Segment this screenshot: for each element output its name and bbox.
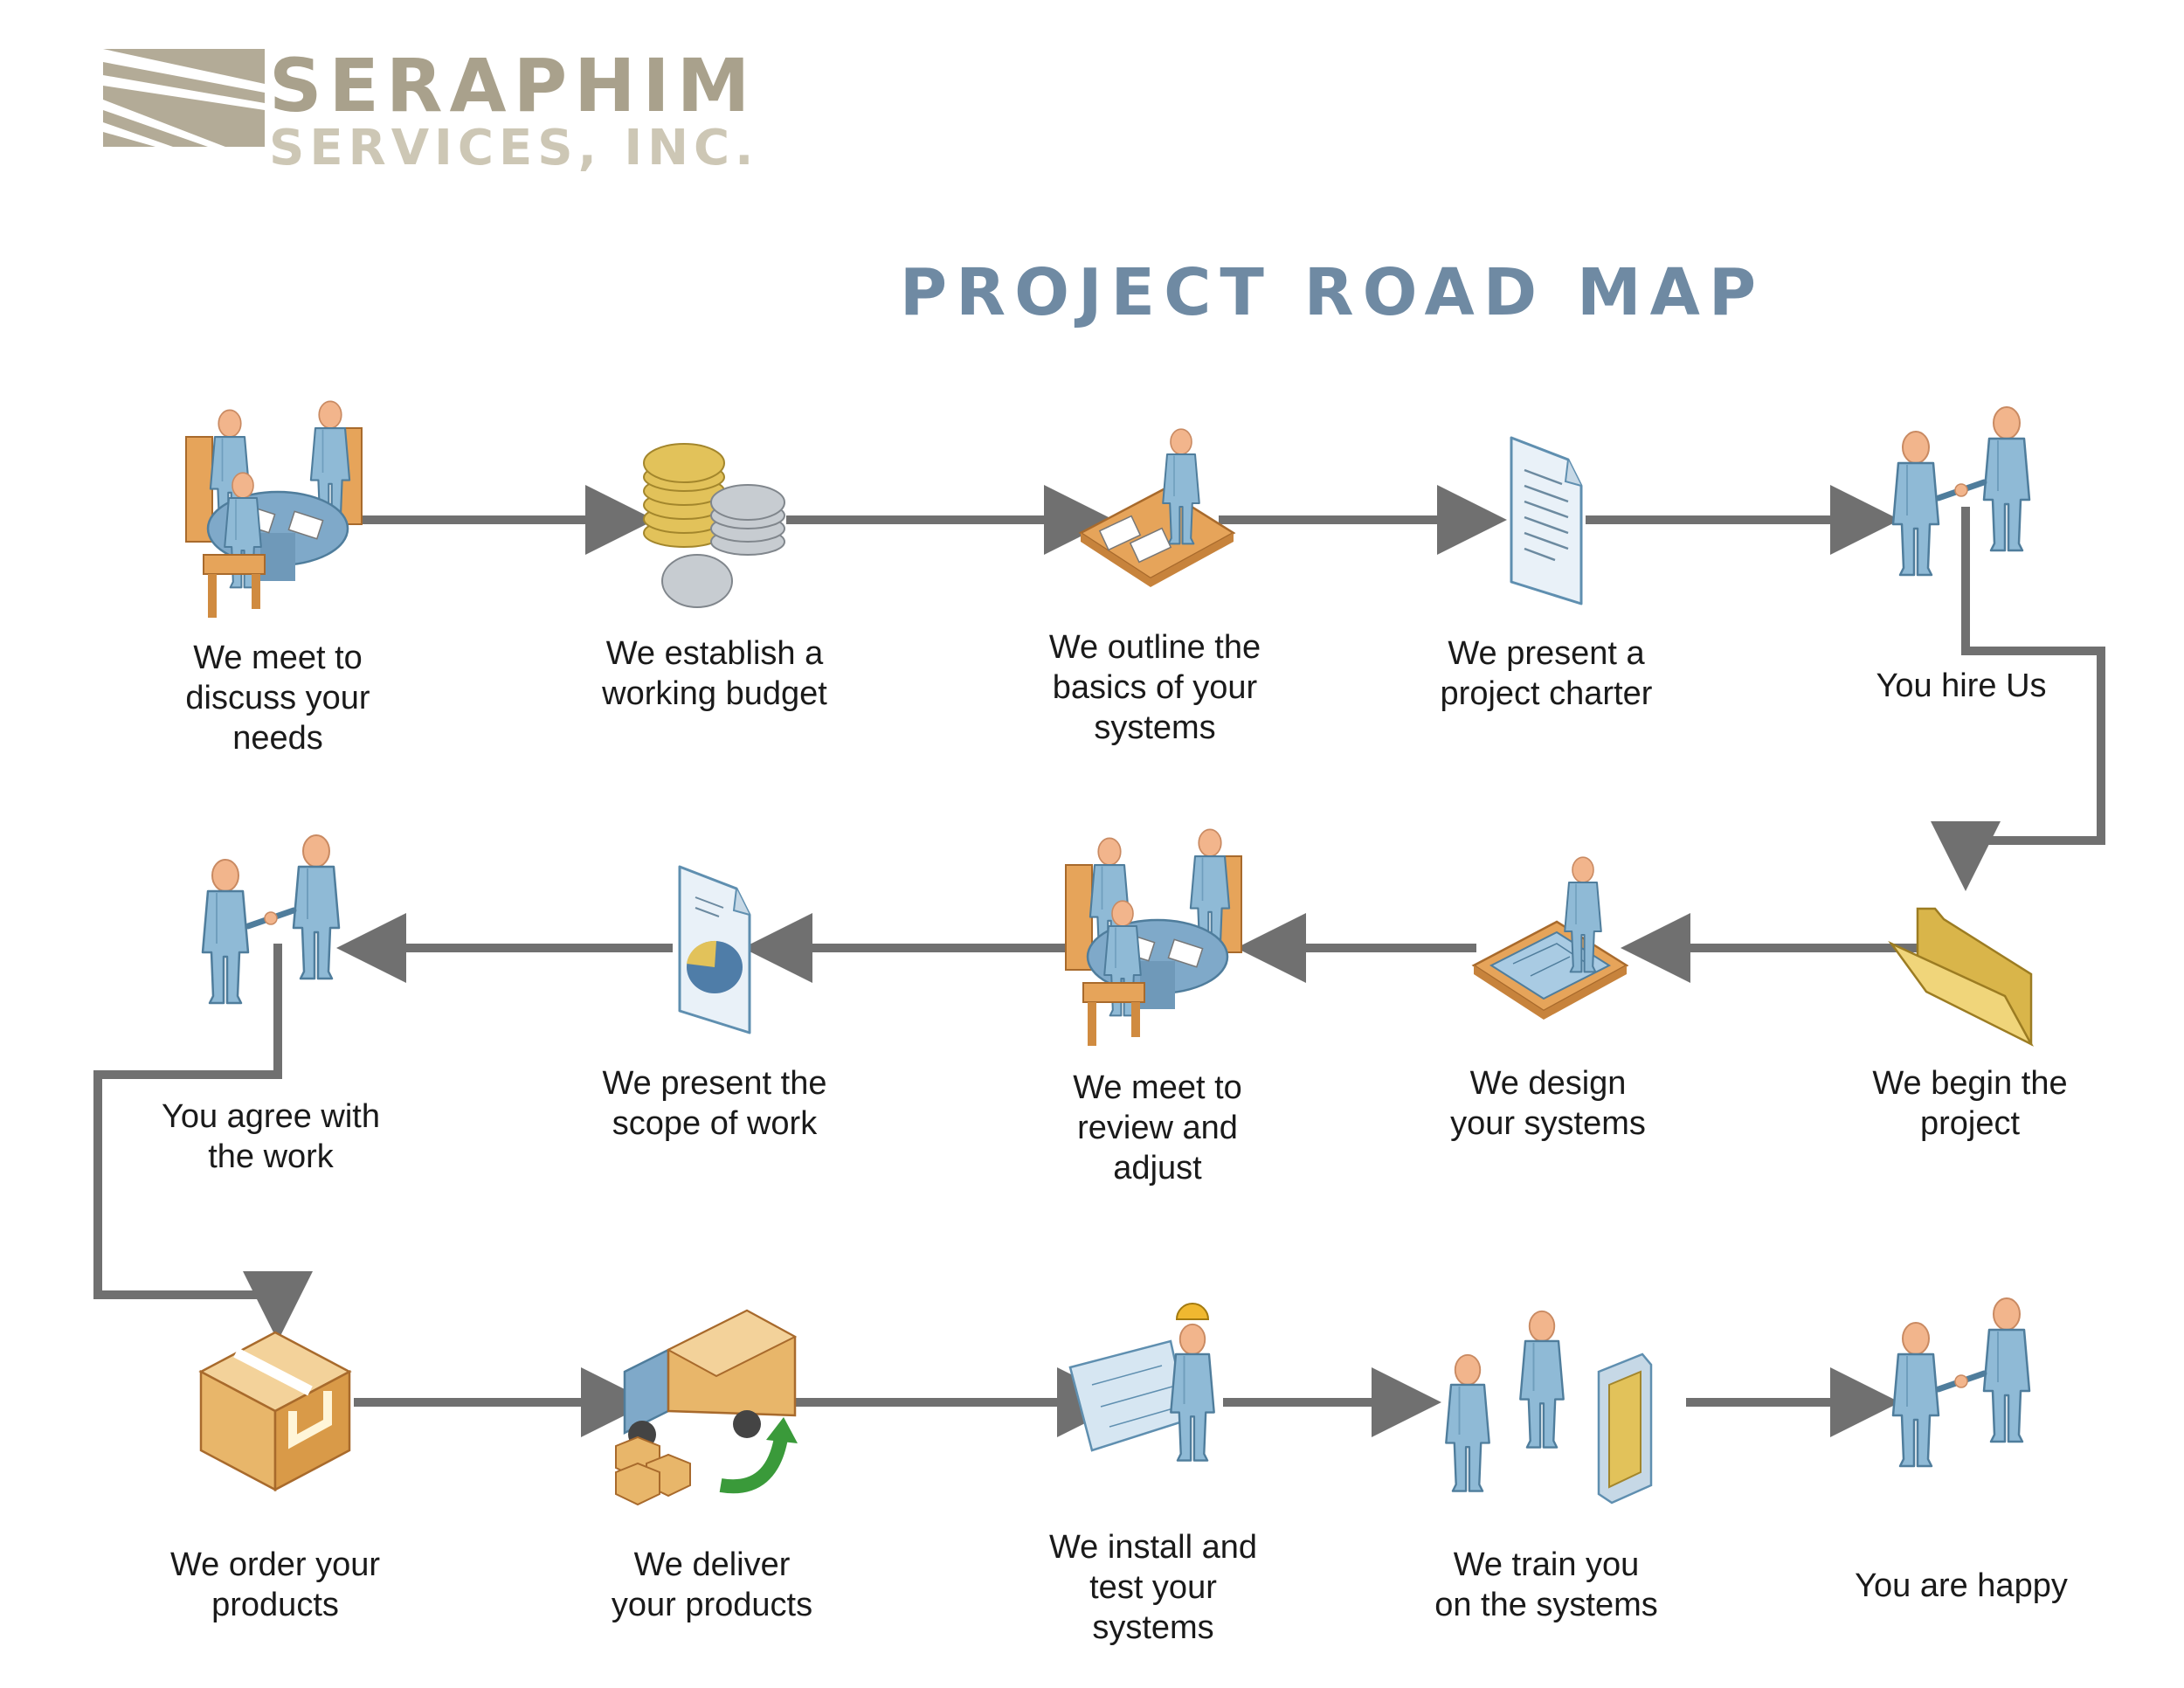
step-label-charter: We present a project charter: [1440, 635, 1653, 712]
meeting-icon: [1066, 829, 1241, 1046]
pie-chart-document-icon: [678, 865, 751, 1034]
step-label-order: We order your products: [169, 1546, 381, 1623]
coins-icon: [643, 443, 785, 608]
logo-wordmark: SERAPHIM SERVICES, INC.: [269, 49, 758, 173]
logo-company-suffix: SERVICES, INC.: [269, 120, 759, 176]
step-label-happy: You are happy: [1855, 1567, 2068, 1604]
arrow-5-6: [1931, 507, 2105, 891]
arrows-row-2: [93, 913, 1922, 1341]
step-label-agree: You agree with the work: [161, 1098, 380, 1175]
step-label-review: We meet to review and adjust: [1073, 1069, 1242, 1186]
step-label-deliver: We deliver your products: [611, 1546, 813, 1623]
designer-at-desk-icon: [1474, 857, 1627, 1020]
document-icon: [1510, 436, 1583, 605]
step-label-design: We design your systems: [1450, 1065, 1646, 1142]
person-at-desk-icon: [1081, 429, 1234, 587]
page-title: Project Road Map: [899, 255, 1766, 330]
step-label-outline: We outline the basics of your systems: [1048, 629, 1261, 746]
box-icon: [201, 1332, 349, 1490]
meeting-icon: [186, 401, 362, 618]
handshake-icon: [203, 835, 339, 1003]
step-label-train: We train you on the systems: [1434, 1546, 1658, 1623]
step-label-scope: We present the scope of work: [602, 1065, 827, 1142]
delivery-truck-icon: [616, 1311, 798, 1505]
step-label-install: We install and test your systems: [1049, 1529, 1257, 1646]
handshake-icon: [1893, 1298, 2029, 1466]
step-label-hire: You hire Us: [1876, 668, 2047, 704]
logo: SERAPHIM SERVICES, INC.: [103, 49, 802, 173]
step-label-begin: We begin the project: [1872, 1065, 2068, 1142]
worker-with-blueprint-icon: [1070, 1304, 1214, 1461]
step-label-meet-discuss: We meet to discuss your needs: [185, 640, 370, 757]
step-label-budget: We establish a working budget: [602, 635, 827, 712]
arrow-10-11: [93, 944, 313, 1341]
logo-company-name: SERAPHIM: [269, 43, 757, 128]
training-icon: [1446, 1311, 1651, 1503]
folder-icon: [1890, 907, 2033, 1046]
arrows-row-1: [363, 485, 2105, 891]
seraphim-logo-mark-icon: [103, 49, 265, 147]
